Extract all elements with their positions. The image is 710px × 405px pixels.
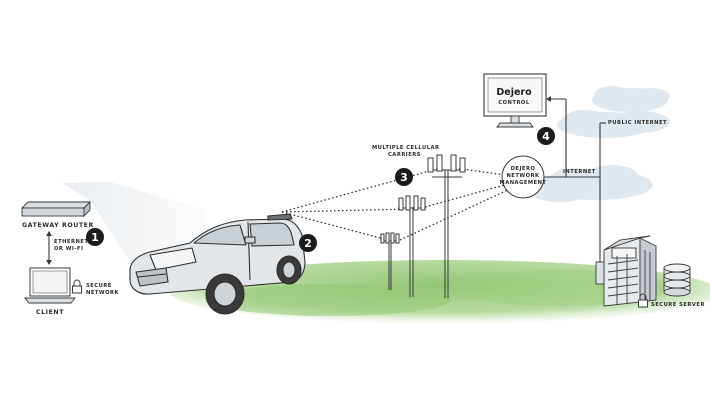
gateway-router-label: GATEWAY ROUTER xyxy=(22,222,94,229)
monitor-icon xyxy=(483,73,547,128)
cloud-icon xyxy=(532,86,670,202)
internet-label: INTERNET xyxy=(563,169,596,175)
mgmt-label-line2: NETWORK xyxy=(506,173,540,179)
step-badge-2: 2 xyxy=(299,234,317,252)
monitor-sub-text: CONTROL xyxy=(498,100,530,106)
lock-icon xyxy=(72,279,82,294)
monitor-brand-text: Dejero xyxy=(496,87,532,98)
secure-network-label-line1: SECURE xyxy=(86,283,112,289)
step-badge-1: 1 xyxy=(86,228,104,246)
ethernet-arrow xyxy=(46,231,52,265)
laptop-icon xyxy=(24,267,76,304)
cell-tower-icon xyxy=(427,154,466,298)
step-badge-4: 4 xyxy=(537,127,555,145)
step-number-1: 1 xyxy=(91,231,99,244)
router-icon xyxy=(20,200,92,218)
database-icon xyxy=(663,263,691,297)
ethernet-label-line1: ETHERNET xyxy=(54,239,88,245)
public-internet-label: PUBLIC INTERNET xyxy=(608,120,667,126)
secure-server-label: SECURE SERVER xyxy=(651,302,705,308)
cell-tower-icon xyxy=(380,232,400,290)
network-management-node: DEJERO NETWORK MANAGEMENT xyxy=(500,155,547,199)
multiple-carriers-label-line2: CARRIERS xyxy=(388,152,421,158)
car-icon xyxy=(129,213,306,315)
multiple-carriers-label-line1: MULTIPLE CELLULAR xyxy=(372,145,440,151)
step-badge-3: 3 xyxy=(395,168,413,186)
control-link-arrow xyxy=(546,96,567,177)
lock-icon xyxy=(638,293,648,308)
secure-network-label-line2: NETWORK xyxy=(86,290,120,296)
client-label: CLIENT xyxy=(36,309,64,316)
wifi-beam xyxy=(62,182,205,262)
cell-tower-icon xyxy=(398,195,426,297)
step-number-3: 3 xyxy=(400,171,408,184)
ethernet-label-line2: OR WI-FI xyxy=(54,246,84,252)
mgmt-label-line3: MANAGEMENT xyxy=(500,180,547,186)
step-number-4: 4 xyxy=(542,130,550,143)
public-internet-link xyxy=(599,122,606,268)
server-building-icon xyxy=(595,235,657,307)
mgmt-label-line1: DEJERO xyxy=(511,166,536,172)
step-number-2: 2 xyxy=(304,237,312,250)
